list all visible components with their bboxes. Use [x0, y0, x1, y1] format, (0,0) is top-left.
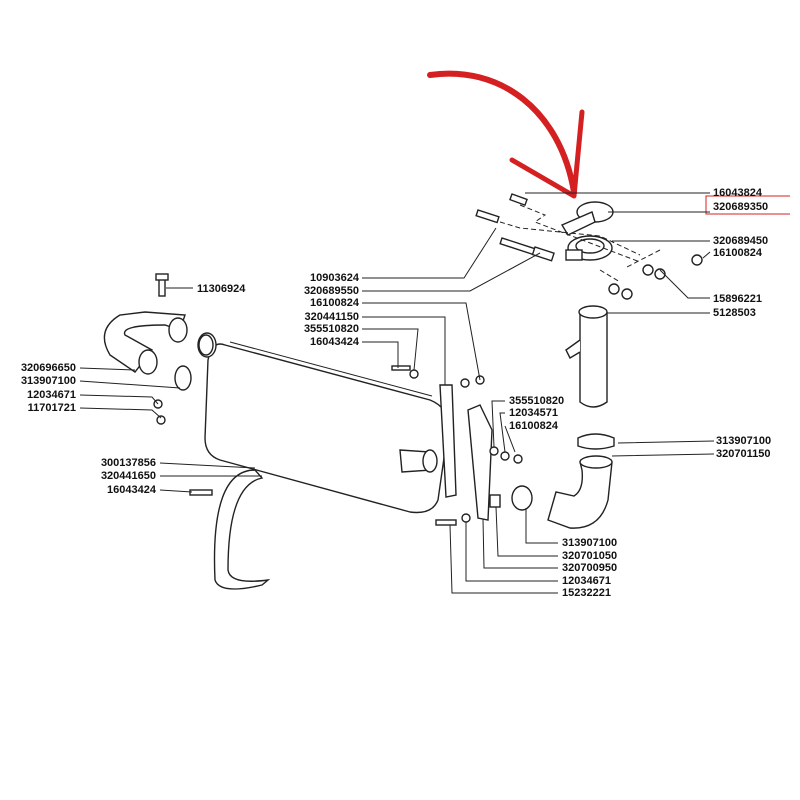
- part-label[interactable]: 11701721: [28, 402, 76, 414]
- part-label[interactable]: 320701150: [716, 448, 770, 460]
- part-label-highlighted[interactable]: 320689350: [713, 201, 768, 213]
- part-label[interactable]: 15232221: [562, 587, 611, 599]
- part-label[interactable]: 16100824: [310, 297, 360, 309]
- labels-top-right: 16043824 320689350 320689450 16100824 15…: [713, 187, 768, 319]
- part-label[interactable]: 12034571: [509, 407, 558, 419]
- labels-center-right: 355510820 12034571 16100824: [509, 395, 564, 432]
- part-label[interactable]: 16100824: [509, 420, 559, 432]
- part-label[interactable]: 313907100: [562, 537, 617, 549]
- part-label[interactable]: 11306924: [197, 283, 246, 295]
- inlet-pipe: [103, 273, 214, 425]
- labels-left: 320696650 313907100 12034671 11701721: [21, 362, 76, 414]
- highlight-box: [705, 195, 790, 215]
- part-label[interactable]: 12034671: [27, 389, 76, 401]
- part-label[interactable]: 15896221: [713, 293, 762, 305]
- part-label[interactable]: 16043424: [310, 336, 360, 348]
- part-label[interactable]: 355510820: [304, 323, 359, 335]
- part-label[interactable]: 355510820: [509, 395, 564, 407]
- part-label[interactable]: 313907100: [716, 435, 771, 447]
- part-label[interactable]: 16043824: [713, 187, 763, 199]
- part-label[interactable]: 10903624: [310, 272, 360, 284]
- part-label[interactable]: 320441650: [101, 470, 156, 482]
- labels-right-lower: 313907100 320701150: [716, 435, 771, 460]
- part-label[interactable]: 320701050: [562, 550, 617, 562]
- part-label[interactable]: 320696650: [21, 362, 76, 374]
- part-label[interactable]: 300137856: [101, 457, 156, 469]
- hanger-assembly: [475, 193, 703, 300]
- part-label[interactable]: 320689450: [713, 235, 768, 247]
- part-label[interactable]: 313907100: [21, 375, 76, 387]
- part-label[interactable]: 16043424: [107, 484, 157, 496]
- part-label[interactable]: 5128503: [713, 307, 756, 319]
- leader-lines: [79, 192, 715, 594]
- tail-pipe: [547, 305, 615, 529]
- part-label[interactable]: 12034671: [562, 575, 611, 587]
- labels-center-left: 10903624 320689550 16100824 320441150 35…: [304, 272, 360, 348]
- part-label[interactable]: 16100824: [713, 247, 763, 259]
- part-label[interactable]: 320441150: [305, 311, 359, 323]
- labels-bottom: 313907100 320701050 320700950 12034671 1…: [562, 537, 617, 599]
- brackets: [189, 365, 533, 590]
- labels-bottom-left: 300137856 320441650 16043424: [101, 457, 157, 496]
- part-label[interactable]: 320700950: [562, 562, 617, 574]
- part-label[interactable]: 320689550: [304, 285, 359, 297]
- red-arrow-icon: [427, 70, 585, 199]
